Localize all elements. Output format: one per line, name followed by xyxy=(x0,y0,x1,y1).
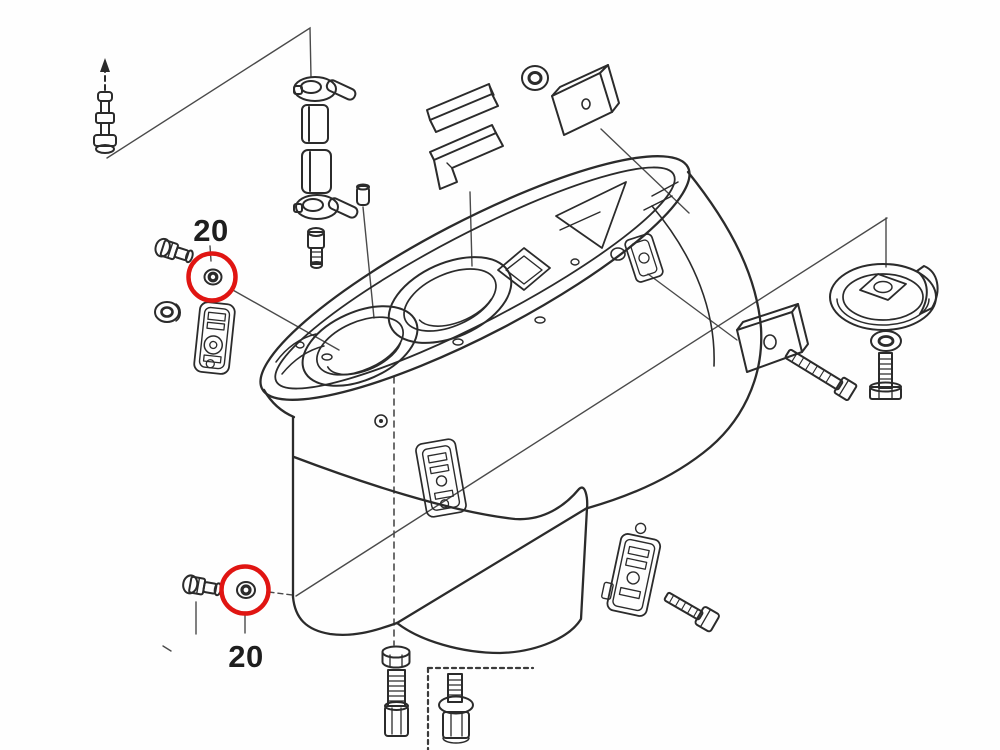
grommet-20-upper xyxy=(203,268,223,286)
mount-rubber-block-top xyxy=(551,64,620,136)
highlight-circle-upper xyxy=(186,251,238,303)
gear-case-housing xyxy=(259,155,763,655)
strainer-plate-right xyxy=(601,522,662,617)
shift-rod-assembly xyxy=(293,76,359,269)
part-label-20-lower: 20 xyxy=(228,639,263,674)
socket-bolt-bottom xyxy=(384,669,409,737)
bolt-right xyxy=(869,352,902,400)
dowel-pin xyxy=(356,183,370,206)
washer-right xyxy=(870,330,902,352)
long-bolt-right xyxy=(784,348,858,402)
seal-bar xyxy=(426,83,499,133)
channel-bar xyxy=(429,124,504,190)
strainer-plate-left xyxy=(193,301,236,375)
up-arrow-icon xyxy=(100,58,110,91)
mount-rubber-block-right xyxy=(736,303,809,373)
grommet-20-lower xyxy=(236,581,256,599)
part-label-20-upper: 20 xyxy=(193,213,228,248)
hex-bolt-right-bottom xyxy=(663,591,720,633)
trim-tab-anode xyxy=(829,263,939,331)
drain-bolt-inset xyxy=(438,673,474,744)
bolt-lower-left xyxy=(182,574,222,597)
nut-bottom xyxy=(381,645,411,669)
grommet-top xyxy=(521,65,549,91)
bolt-upper-left xyxy=(154,237,194,264)
plug-left xyxy=(154,301,182,323)
leader-lines xyxy=(106,26,888,652)
inset-box xyxy=(426,666,535,750)
shift-pin-part xyxy=(93,91,117,154)
highlight-circle-lower xyxy=(219,564,271,616)
